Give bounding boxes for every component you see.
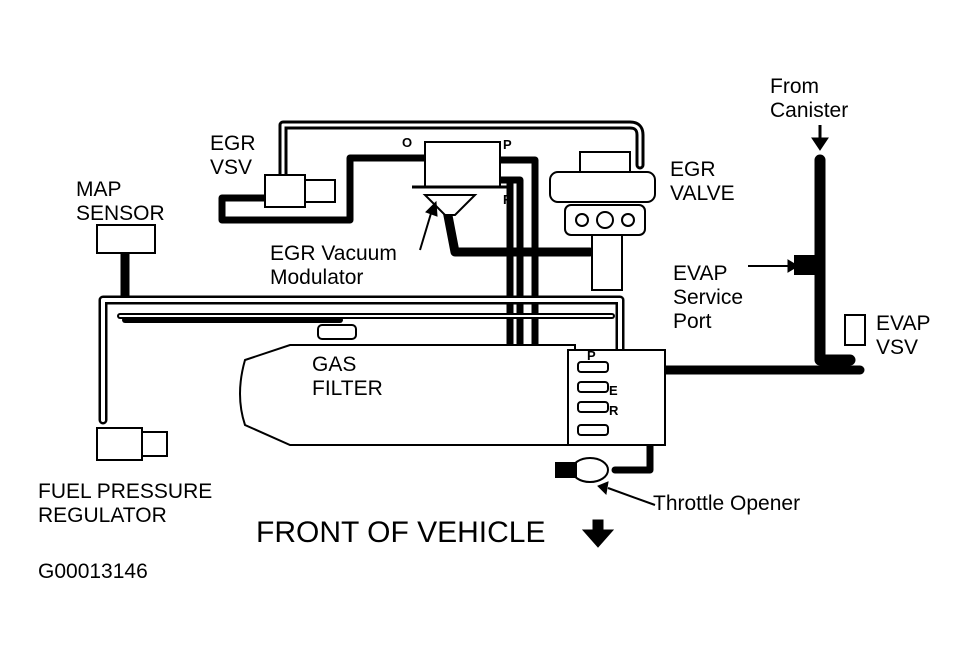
figure-id: G00013146 [38,560,148,583]
port-letter-modulator-p: P [503,137,512,152]
label-throttle-opener: Throttle Opener [653,492,801,515]
egr-valve-body [549,151,656,291]
label-evap-service-port: EVAP Service Port [673,262,744,333]
port-letter-body-e: E [609,383,618,398]
arrow-front-down [581,519,615,548]
label-fuel-pressure-regulator: FUEL PRESSURE REGULATOR [38,480,213,527]
label-from-canister: From Canister [770,75,849,122]
hose-modulator-to-egr-valve [440,195,595,257]
port-letter-modulator-r: R [503,192,513,207]
label-gas-filter: GAS FILTER [312,353,383,400]
throttle-opener-body [555,457,609,483]
hose-from-canister [814,154,856,366]
hose-vsv-to-modulator [218,154,429,224]
port-letter-body-p: P [587,348,596,363]
egr-vacuum-modulator-body [412,141,512,216]
gas-filter-body [317,324,357,340]
label-egr-valve: EGR VALVE [670,158,735,205]
label-front-of-vehicle: FRONT OF VEHICLE [256,516,546,549]
intake-plenum [239,344,576,446]
port-letter-modulator-o: O [402,135,413,150]
label-egr-vacuum-modulator: EGR Vacuum Modulator [270,242,397,289]
egr-vsv-body [264,174,336,208]
evap-vsv-body [844,314,866,346]
label-map-sensor: MAP SENSOR [76,178,165,225]
label-egr-vsv: EGR VSV [210,132,256,179]
evap-service-port-body [794,255,822,275]
fuel-pressure-regulator-body [96,427,168,461]
port-letter-body-r: R [609,403,619,418]
arrow-modulator [419,209,433,251]
arrow-throttle-opener [607,487,656,506]
label-evap-vsv: EVAP VSV [876,312,931,359]
map-sensor-body [96,224,156,254]
